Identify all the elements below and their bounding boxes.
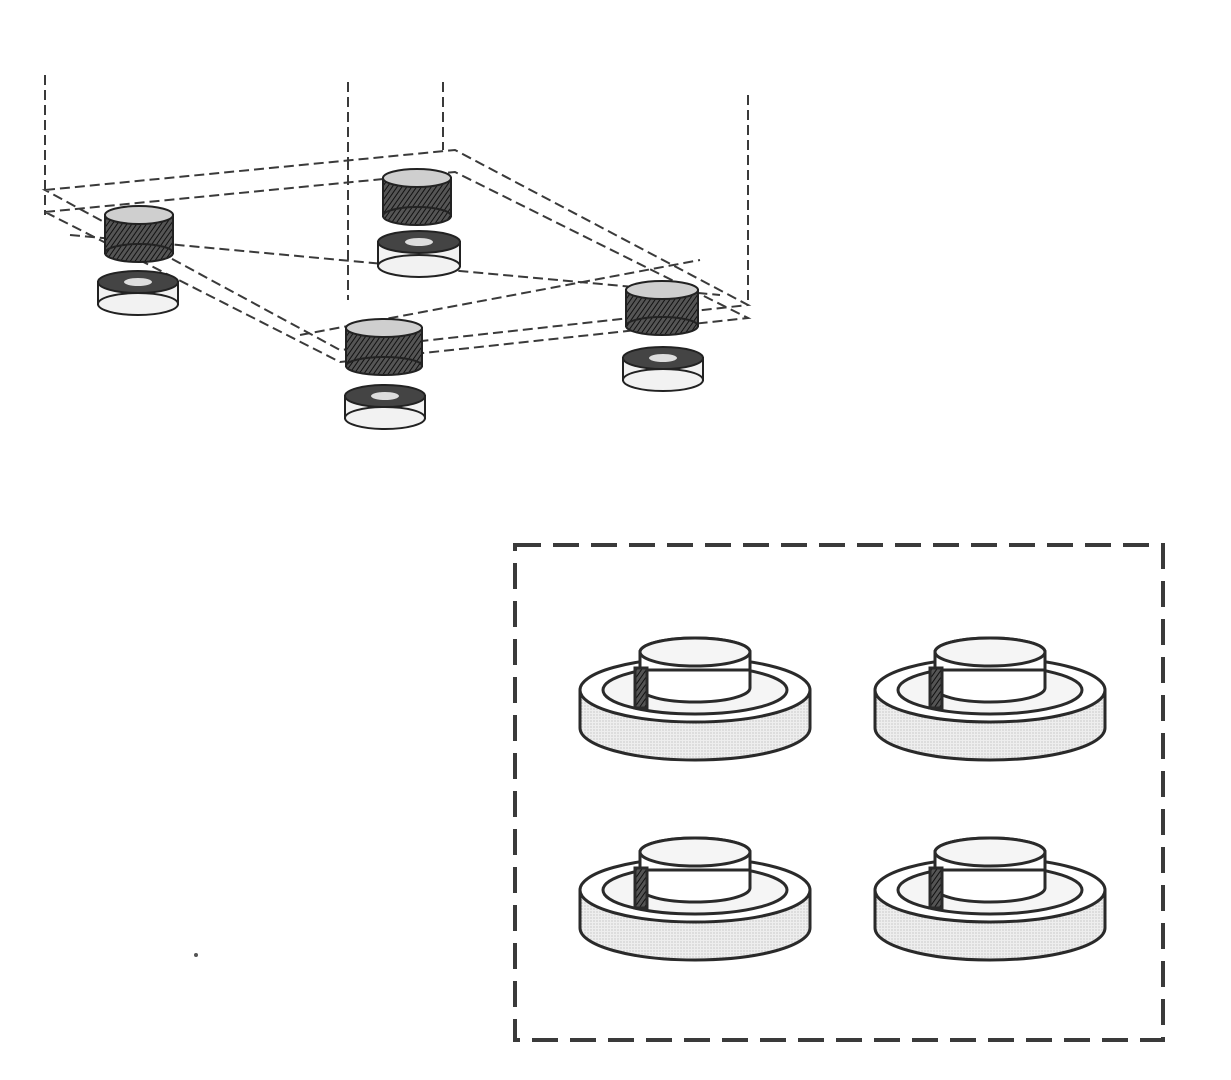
speck-mark — [194, 953, 198, 957]
anti-vibration-disc-front-right — [622, 346, 704, 392]
foot-front-right — [625, 280, 699, 336]
foot-rear-left — [104, 205, 174, 263]
anti-vibration-disc-detail-2 — [873, 636, 1107, 762]
anti-vibration-disc-rear-left — [97, 270, 179, 316]
disc-set — [578, 636, 1107, 962]
foot-rear-center — [382, 168, 452, 226]
foot-group — [97, 168, 704, 430]
base-plate-inner-edge — [69, 234, 721, 296]
anti-vibration-disc-rear-center — [377, 230, 461, 278]
appliance-base-plate — [41, 148, 752, 352]
foot-front-center — [345, 318, 423, 376]
anti-vibration-disc-detail-3 — [578, 836, 812, 962]
appliance-base-plate-lower — [41, 170, 752, 364]
anti-vibration-disc-detail-4 — [873, 836, 1107, 962]
anti-vibration-disc-detail-1 — [578, 636, 812, 762]
detail-inset-frame — [513, 543, 1165, 1042]
anti-vibration-disc-front-center — [344, 384, 426, 430]
